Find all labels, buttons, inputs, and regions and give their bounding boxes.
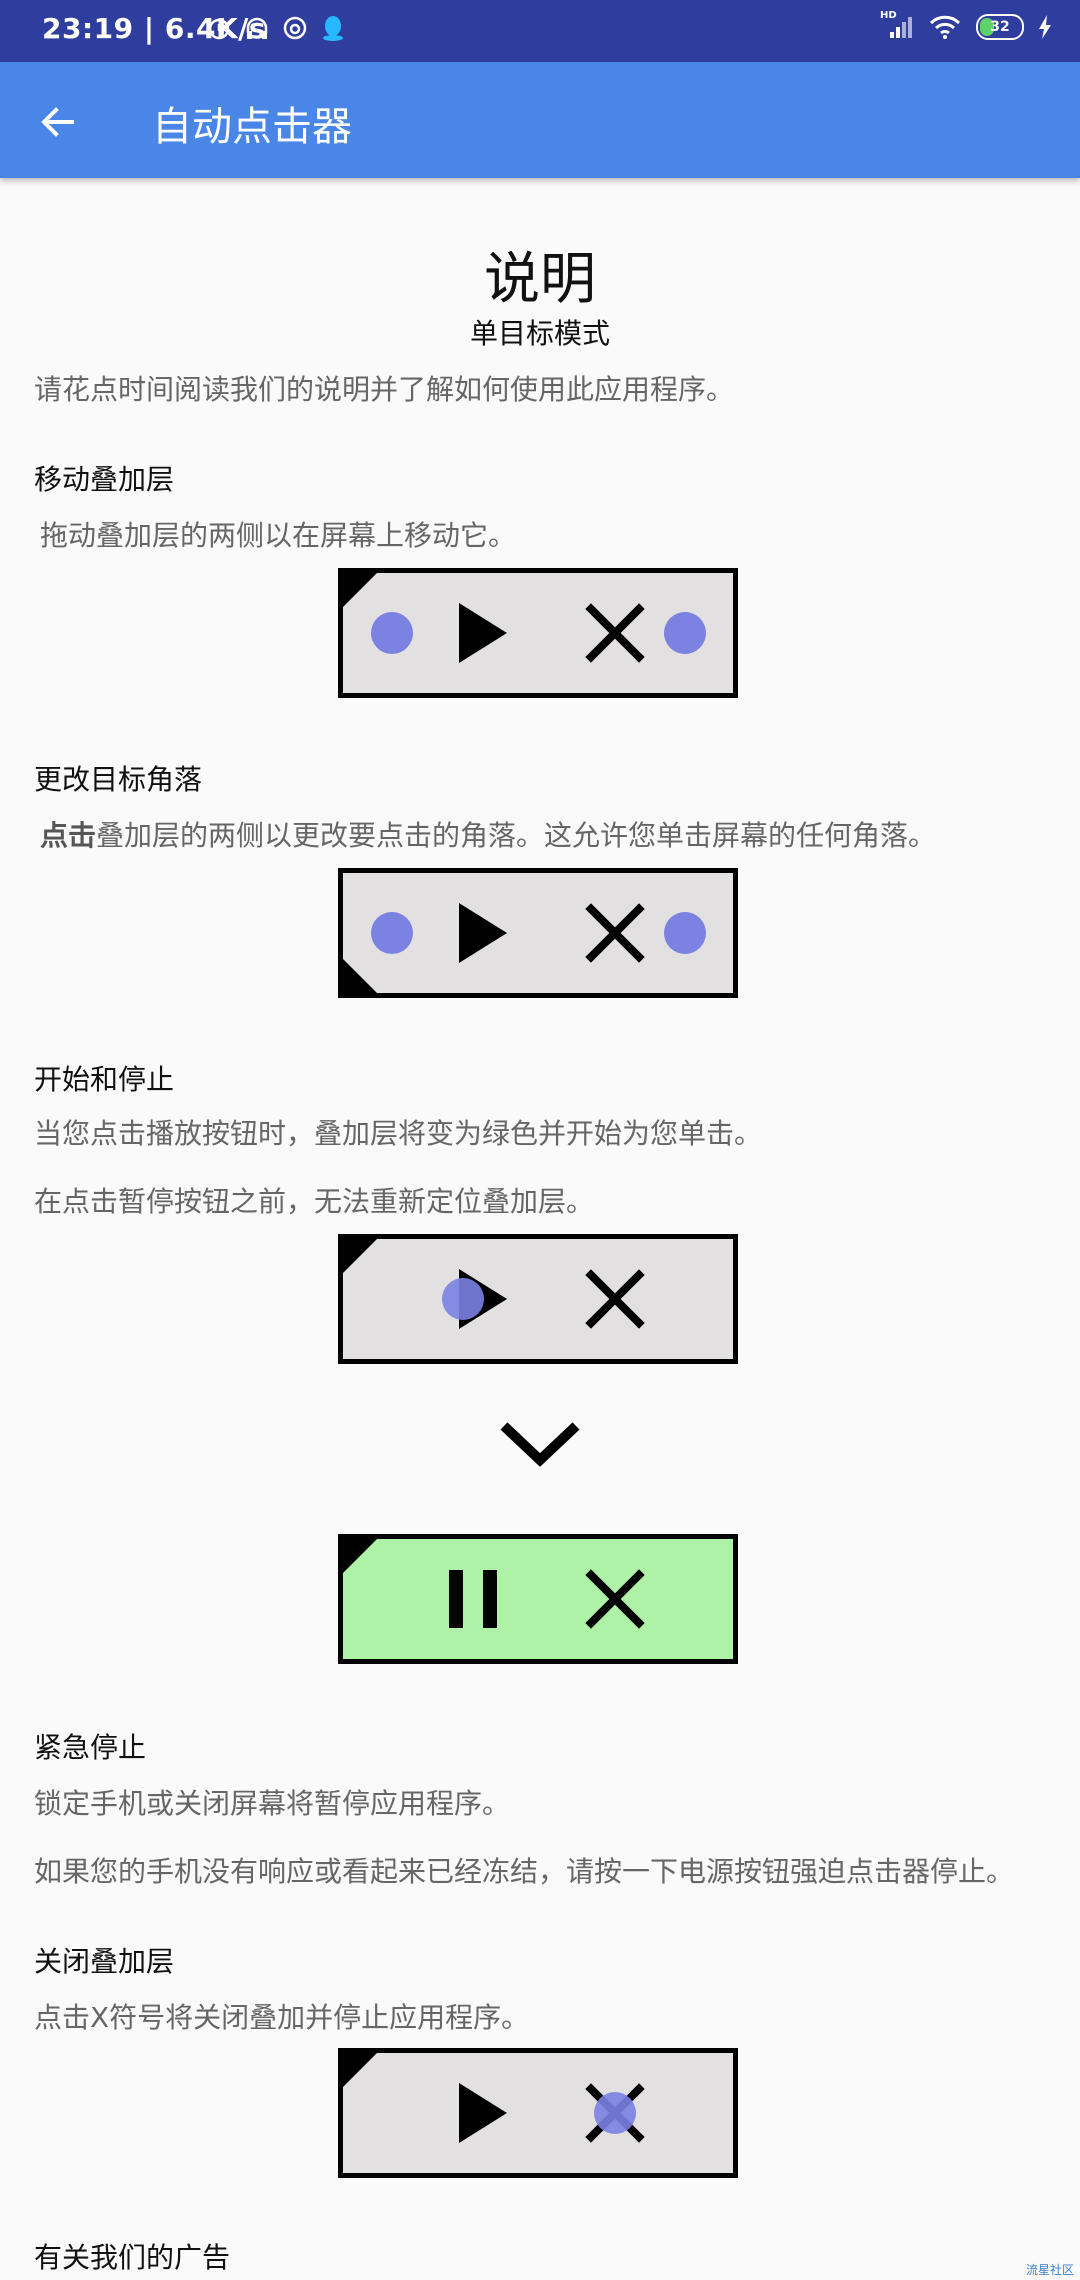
chevron-down-icon	[500, 1422, 580, 1467]
page-title: 说明	[484, 247, 596, 312]
corner-marker	[343, 1239, 377, 1273]
drag-handle-dot-right	[664, 912, 706, 954]
charging-bolt-icon	[1039, 15, 1051, 39]
qq-penguin-icon	[323, 16, 343, 41]
signal-icon: HD	[880, 10, 914, 40]
arrow-back-icon	[41, 107, 74, 137]
corner-marker	[343, 959, 377, 993]
network-type-label: HD	[880, 10, 897, 21]
drag-handle-dot-left	[371, 612, 413, 654]
overlay-illustration-close	[338, 2048, 738, 2178]
close-x-icon	[583, 1567, 647, 1631]
corner-marker	[343, 2053, 377, 2087]
section-text-start-stop-1: 当您点击播放按钮时，叠加层将变为绿色并开始为您单击。	[34, 1117, 763, 1150]
tap-indicator-dot	[442, 1278, 484, 1320]
section-text-corner-rest: 叠加层的两侧以更改要点击的角落。这允许您单击屏幕的任何角落。	[96, 819, 937, 852]
alarm-icon	[208, 18, 230, 40]
section-text-emergency-1: 锁定手机或关闭屏幕将暂停应用程序。	[34, 1787, 511, 1820]
section-heading-start-stop: 开始和停止	[34, 1063, 175, 1096]
play-icon	[459, 903, 507, 963]
play-icon	[459, 2083, 507, 2143]
watermark: 流星社区	[1025, 2263, 1074, 2277]
section-text-close: 点击X符号将关闭叠加并停止应用程序。	[34, 2001, 530, 2034]
status-bar: 23:19 | 6.4K/s HD 32	[0, 0, 1080, 62]
overlay-illustration-move	[338, 568, 738, 698]
netease-music-icon	[283, 16, 307, 40]
overlay-illustration-corner	[338, 868, 738, 998]
close-x-icon	[583, 1267, 647, 1331]
section-text-move: 拖动叠加层的两侧以在屏幕上移动它。	[40, 519, 517, 552]
section-text-corner: 点击叠加层的两侧以更改要点击的角落。这允许您单击屏幕的任何角落。	[40, 814, 936, 854]
section-heading-move: 移动叠加层	[34, 463, 175, 496]
status-system-icons: HD 32	[880, 10, 1052, 40]
drag-handle-dot-right	[664, 612, 706, 654]
battery-icon: 32	[976, 14, 1024, 40]
corner-marker	[343, 1539, 377, 1573]
page-subtitle: 单目标模式	[469, 317, 610, 350]
section-text-start-stop-2: 在点击暂停按钮之前，无法重新定位叠加层。	[34, 1185, 595, 1218]
overlay-illustration-play	[338, 1234, 738, 1364]
app-bar: 自动点击器	[0, 62, 1080, 178]
close-x-icon	[583, 901, 647, 965]
status-notification-icons	[206, 14, 346, 42]
section-text-corner-bold: 点击	[40, 819, 97, 852]
play-icon	[459, 603, 507, 663]
battery-level: 32	[990, 19, 1010, 35]
section-heading-ads: 有关我们的广告	[34, 2241, 231, 2274]
headphones-icon	[246, 17, 268, 39]
drag-handle-dot-left	[371, 912, 413, 954]
section-heading-close: 关闭叠加层	[34, 1945, 175, 1978]
pause-bar-left	[449, 1570, 463, 1628]
overlay-illustration-running	[338, 1534, 738, 1664]
wifi-icon	[929, 15, 961, 39]
close-x-icon	[583, 601, 647, 665]
app-title: 自动点击器	[152, 104, 352, 150]
section-text-emergency-2: 如果您的手机没有响应或看起来已经冻结，请按一下电源按钮强迫点击器停止。	[34, 1855, 1015, 1888]
section-heading-corner: 更改目标角落	[34, 763, 203, 796]
section-heading-emergency: 紧急停止	[34, 1731, 147, 1764]
corner-marker	[343, 573, 377, 607]
pause-bar-right	[483, 1570, 497, 1628]
tap-indicator-dot	[594, 2092, 636, 2134]
intro-text: 请花点时间阅读我们的说明并了解如何使用此应用程序。	[34, 373, 735, 406]
back-button[interactable]	[28, 92, 88, 152]
